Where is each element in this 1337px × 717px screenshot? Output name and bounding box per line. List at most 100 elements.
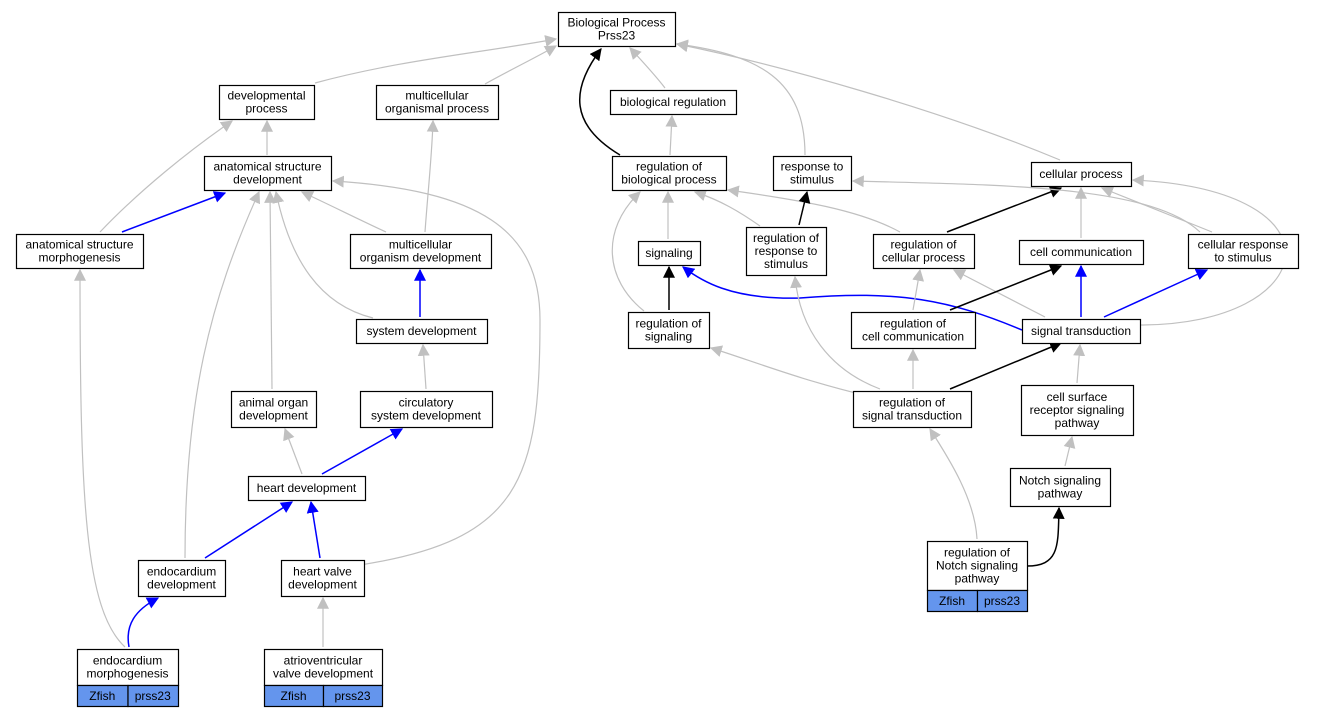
node-box xyxy=(926,540,1029,592)
node-cellproc[interactable]: cellular process xyxy=(1030,161,1133,188)
node-label-line: signaling xyxy=(645,330,692,344)
edge-sigtrans-to-signaling xyxy=(682,266,1023,331)
node-box xyxy=(280,559,366,598)
node-label-line: morphogenesis xyxy=(86,667,168,681)
node-box xyxy=(852,390,973,429)
node-label-line: Notch signaling xyxy=(936,559,1018,573)
edge-csrsp-to-sigtrans xyxy=(1073,343,1086,384)
node-label-line: regulation of xyxy=(880,317,947,331)
edge-heartdev-to-aod xyxy=(283,427,303,475)
node-box xyxy=(349,233,493,270)
node-label-line: cellular response xyxy=(1198,238,1289,252)
edge-regresp-to-resp xyxy=(798,190,811,226)
node-label-line: cell communication xyxy=(862,330,964,344)
tag-cell xyxy=(127,684,180,708)
edge-regcp-to-cellproc xyxy=(946,186,1063,233)
node-label-line: regulation of xyxy=(753,231,820,245)
edge-regst-to-regresp xyxy=(790,275,881,390)
edge-regsig-to-regbp xyxy=(611,191,645,312)
edge-aod-to-asd xyxy=(264,190,277,390)
tag-cell xyxy=(976,589,1029,613)
node-box xyxy=(609,89,738,116)
tag-label: prss23 xyxy=(984,594,1020,608)
edge-resp-to-bp xyxy=(675,39,806,156)
node-box xyxy=(137,559,227,598)
node-sigtrans[interactable]: signal transduction xyxy=(1021,318,1142,345)
node-label-line: multicellular xyxy=(405,89,468,103)
edge-asm-to-asd xyxy=(121,191,227,233)
edge-regnotch-to-notch xyxy=(1026,506,1065,567)
edge-cellresp-to-cellproc xyxy=(1100,186,1213,233)
node-label-line: biological regulation xyxy=(620,95,726,109)
edge-sysdev-to-asd xyxy=(272,190,374,319)
node-box xyxy=(872,233,976,270)
edge-endomorph-to-endodev xyxy=(127,597,160,648)
node-bioreg[interactable]: biological regulation xyxy=(609,89,738,116)
node-box xyxy=(355,318,489,345)
node-label-line: multicellular xyxy=(389,238,452,252)
node-box xyxy=(230,390,318,429)
node-label-line: Prss23 xyxy=(598,29,636,43)
node-signaling[interactable]: signaling xyxy=(637,240,702,267)
node-label-line: biological process xyxy=(621,173,716,187)
node-box xyxy=(1030,161,1133,188)
node-label-line: process xyxy=(245,102,287,116)
edge-endomorph-to-asm xyxy=(74,268,126,648)
edge-sigtrans-to-regcp xyxy=(952,269,1046,318)
edge-notch-to-csrsp xyxy=(1063,435,1076,467)
node-box xyxy=(745,226,828,277)
node-box xyxy=(611,155,728,192)
node-label-line: signal transduction xyxy=(862,409,962,423)
node-label-line: anatomical structure xyxy=(213,160,321,174)
tag-label: Zfish xyxy=(939,594,965,608)
node-label-line: regulation of xyxy=(635,317,702,331)
node-sysdev[interactable]: system development xyxy=(355,318,489,345)
node-label-line: stimulus xyxy=(790,173,834,187)
edge-bioreg-to-bp xyxy=(629,47,666,89)
node-box xyxy=(375,84,500,121)
edge-sigtrans-to-cellresp xyxy=(1103,269,1209,318)
node-label-line: response to xyxy=(755,244,818,258)
node-label-line: valve development xyxy=(273,667,374,681)
edge-hvd-to-heartdev xyxy=(306,500,321,559)
tag-label: prss23 xyxy=(135,689,171,703)
edge-csd-to-sysdev xyxy=(417,343,430,390)
node-label-line: cell surface xyxy=(1047,390,1108,404)
node-heartdev[interactable]: heart development xyxy=(247,475,367,502)
edge-regbp-to-bioreg xyxy=(665,114,678,156)
edge-asm-to-devproc xyxy=(99,120,233,233)
node-box xyxy=(203,155,333,192)
node-label-line: endocardium xyxy=(93,654,162,668)
edge-endodev-to-heartdev xyxy=(204,501,294,559)
node-label-line: cellular process xyxy=(1039,167,1122,181)
node-box xyxy=(218,84,316,121)
edge-cellproc-to-bp xyxy=(675,40,1061,161)
node-label-line: signaling xyxy=(645,246,692,260)
tag-cell xyxy=(322,684,384,708)
node-cellcomm[interactable]: cell communication xyxy=(1018,239,1145,266)
node-label-line: to stimulus xyxy=(1214,251,1271,265)
